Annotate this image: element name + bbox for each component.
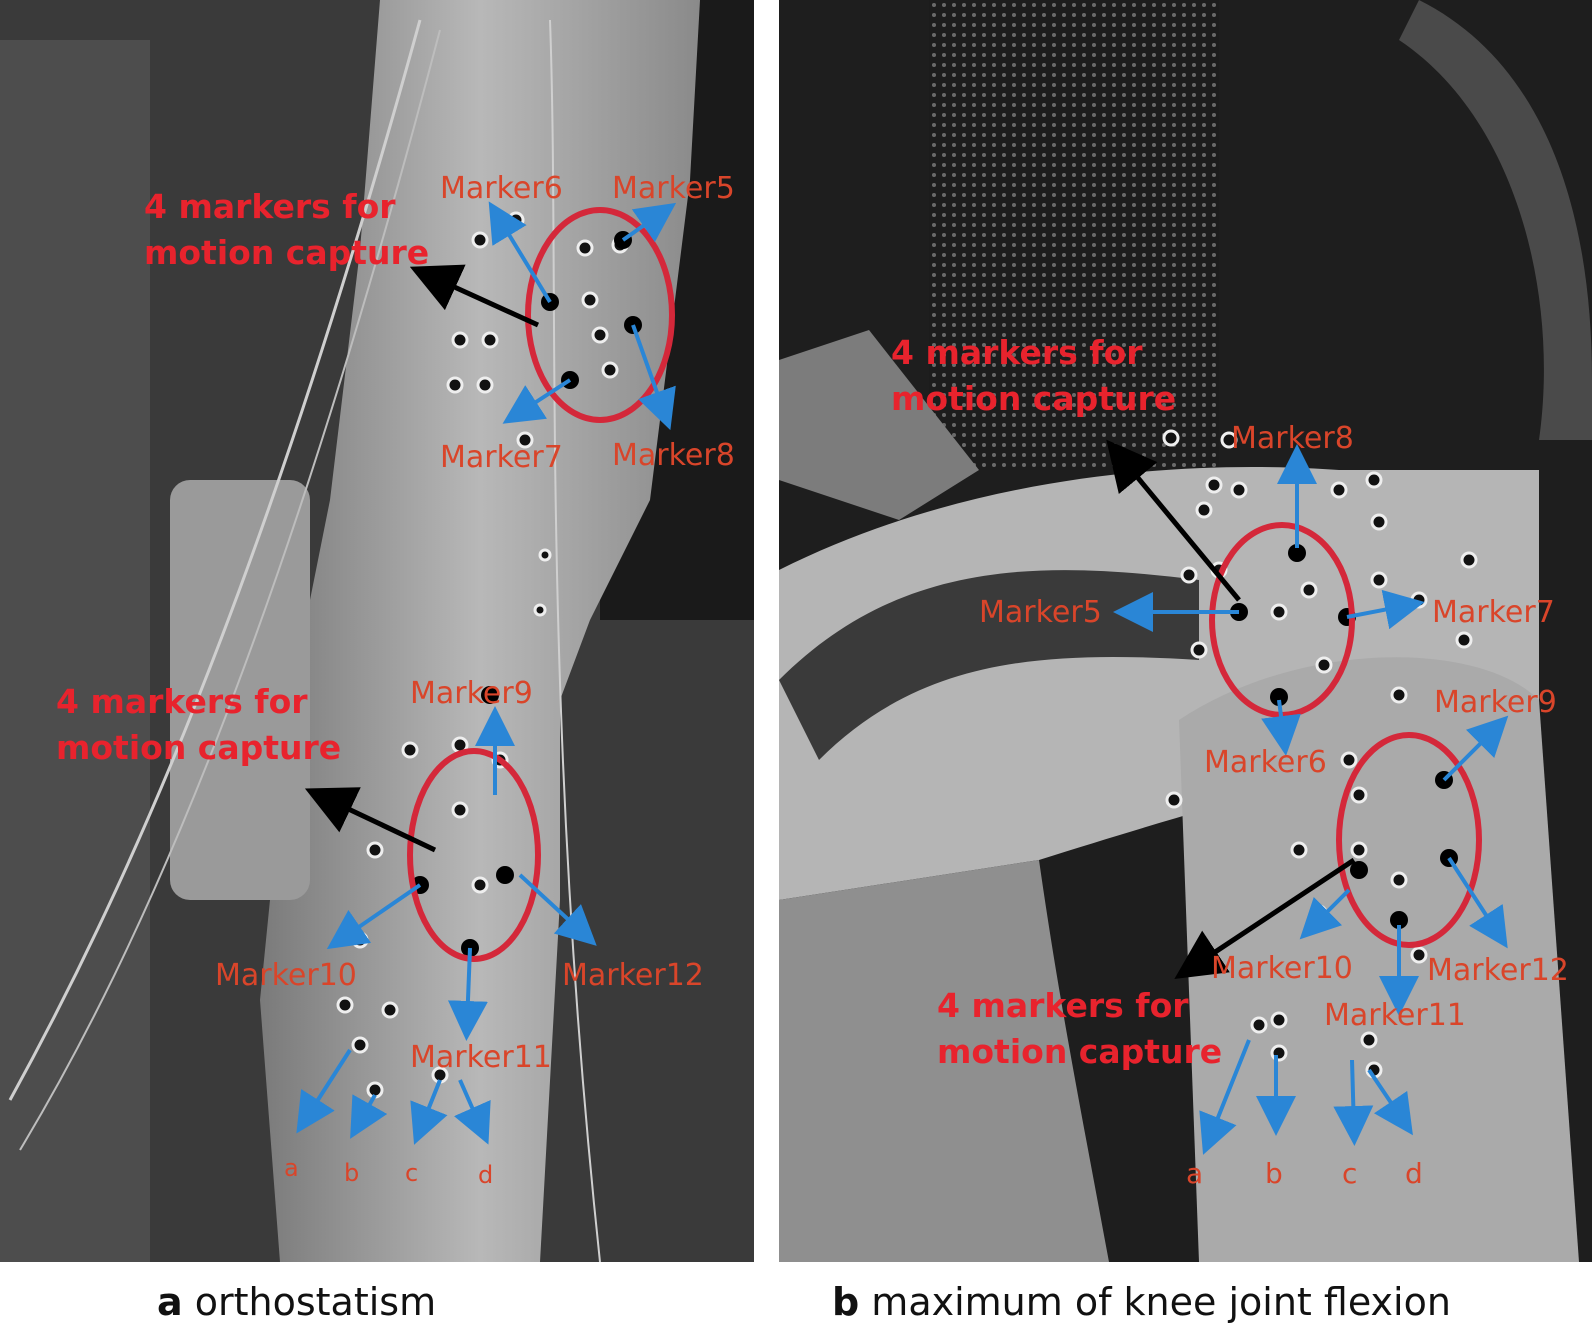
capture-label-lower-line1: 4 markers for: [937, 986, 1189, 1025]
photo-panel-b: 4 markers for motion capture 4 markers f…: [779, 0, 1592, 1262]
marker8-label: Marker8: [612, 438, 735, 473]
marker12-label: Marker12: [1427, 953, 1569, 988]
marker10-label: Marker10: [1211, 951, 1353, 986]
photo-panel-a: 4 markers for motion capture 4 markers f…: [0, 0, 754, 1262]
leg-photo-orthostatism: 4 markers for motion capture 4 markers f…: [0, 0, 754, 1262]
caption-b-letter: b: [832, 1280, 860, 1324]
marker6-label: Marker6: [1204, 745, 1327, 780]
caption-a: a orthostatism: [157, 1280, 436, 1324]
capture-label-upper-line1: 4 markers for: [144, 187, 396, 226]
marker5-label: Marker5: [979, 595, 1102, 630]
caption-a-text: orthostatism: [194, 1280, 437, 1324]
marker6-label: Marker6: [440, 171, 563, 206]
marker9-label: Marker9: [1434, 685, 1557, 720]
letter-a: a: [284, 1154, 299, 1182]
black-arrow-upper: [1106, 439, 1241, 602]
capture-label-upper-line2: motion capture: [891, 379, 1176, 418]
letter-b: b: [1265, 1157, 1283, 1190]
marker5-label: Marker5: [612, 171, 735, 206]
leg-photo-flexion: 4 markers for motion capture 4 markers f…: [779, 0, 1592, 1262]
letter-a: a: [1186, 1157, 1203, 1190]
capture-label-lower-line1: 4 markers for: [56, 682, 308, 721]
marker9-label: Marker9: [410, 676, 533, 711]
marker-dots: [336, 211, 629, 1099]
black-arrow-upper: [409, 264, 540, 328]
black-arrow-lower: [304, 787, 437, 853]
letter-c: c: [405, 1159, 418, 1187]
black-arrow-lower: [1174, 857, 1356, 980]
blue-arrows: [1113, 444, 1509, 1155]
marker7-label: Marker7: [1432, 595, 1555, 630]
capture-label-upper-line2: motion capture: [144, 233, 429, 272]
caption-a-letter: a: [157, 1280, 183, 1324]
cylinder-device: [170, 480, 310, 900]
marker7-label: Marker7: [440, 440, 563, 475]
marker12-label: Marker12: [562, 958, 704, 993]
marker11-label: Marker11: [410, 1040, 552, 1075]
blue-arrows: [296, 201, 677, 1145]
marker10-label: Marker10: [215, 958, 357, 993]
marker11-label: Marker11: [1324, 998, 1466, 1033]
caption-b: b maximum of knee joint flexion: [832, 1280, 1451, 1324]
capture-label-lower-line2: motion capture: [56, 728, 341, 767]
mesh-seat: [929, 0, 1219, 470]
letter-d: d: [478, 1161, 493, 1189]
caption-b-text: maximum of knee joint flexion: [871, 1280, 1451, 1324]
letter-c: c: [1342, 1157, 1357, 1190]
capture-ellipse-lower: [407, 748, 541, 962]
marker8-label: Marker8: [1231, 421, 1354, 456]
capture-label-upper-line1: 4 markers for: [891, 333, 1143, 372]
capture-label-lower-line2: motion capture: [937, 1032, 1222, 1071]
thigh: [779, 466, 1539, 900]
letter-b: b: [344, 1159, 359, 1187]
letter-d: d: [1405, 1157, 1423, 1190]
capture-ellipse-lower: [1336, 732, 1482, 948]
capture-ellipse-upper: [525, 207, 675, 423]
marker-dots: [1162, 429, 1478, 1079]
